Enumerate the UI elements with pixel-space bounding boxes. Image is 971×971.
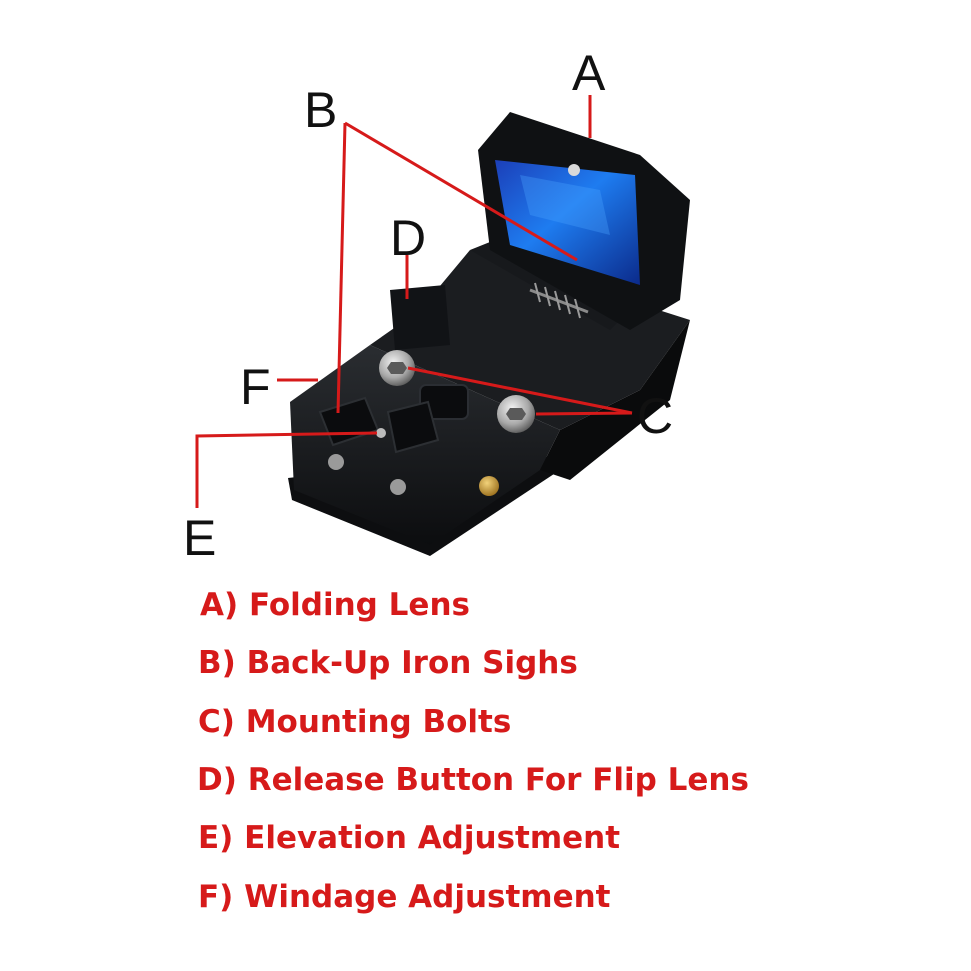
lens-glass xyxy=(495,160,640,285)
callout-c: C xyxy=(637,388,673,444)
iron-sight-right xyxy=(386,400,440,454)
legend-item-b: B) Back-Up Iron Sighs xyxy=(198,645,578,681)
release-button xyxy=(390,285,450,350)
folding-lens xyxy=(478,112,690,330)
callout-a: A xyxy=(572,45,606,101)
elevation-screw xyxy=(376,428,386,438)
callout-e: E xyxy=(183,510,216,566)
legend-item-c: C) Mounting Bolts xyxy=(198,704,512,740)
callout-d: D xyxy=(390,210,426,266)
leader-line-b2 xyxy=(336,122,347,414)
bolt-hex-front xyxy=(506,408,526,420)
leader-line-c1 xyxy=(407,366,633,415)
callout-b: B xyxy=(304,82,337,138)
leader-line-e xyxy=(195,431,378,508)
front-hole-left xyxy=(328,454,344,470)
callout-f: F xyxy=(240,359,271,415)
lens-screw xyxy=(568,164,580,176)
callout-letters: A B C D E F xyxy=(183,45,673,566)
legend-item-d: D) Release Button For Flip Lens xyxy=(197,762,749,798)
spring xyxy=(529,282,589,319)
leader-line-b1 xyxy=(344,121,578,262)
leader-line-c2 xyxy=(535,411,633,416)
mounting-bolts xyxy=(379,350,535,433)
bolt-hex-rear xyxy=(387,362,407,374)
leader-lines xyxy=(195,95,633,508)
front-hole-right xyxy=(390,479,406,495)
windage-screw xyxy=(479,476,499,496)
right-side-wall xyxy=(540,320,690,480)
front-face-holes xyxy=(328,454,499,496)
legend-item-e: E) Elevation Adjustment xyxy=(198,820,621,856)
recess-slot xyxy=(419,384,469,420)
legend-item-f: F) Windage Adjustment xyxy=(198,879,611,915)
lens-glare xyxy=(520,175,610,235)
legend-item-a: A) Folding Lens xyxy=(200,587,470,623)
